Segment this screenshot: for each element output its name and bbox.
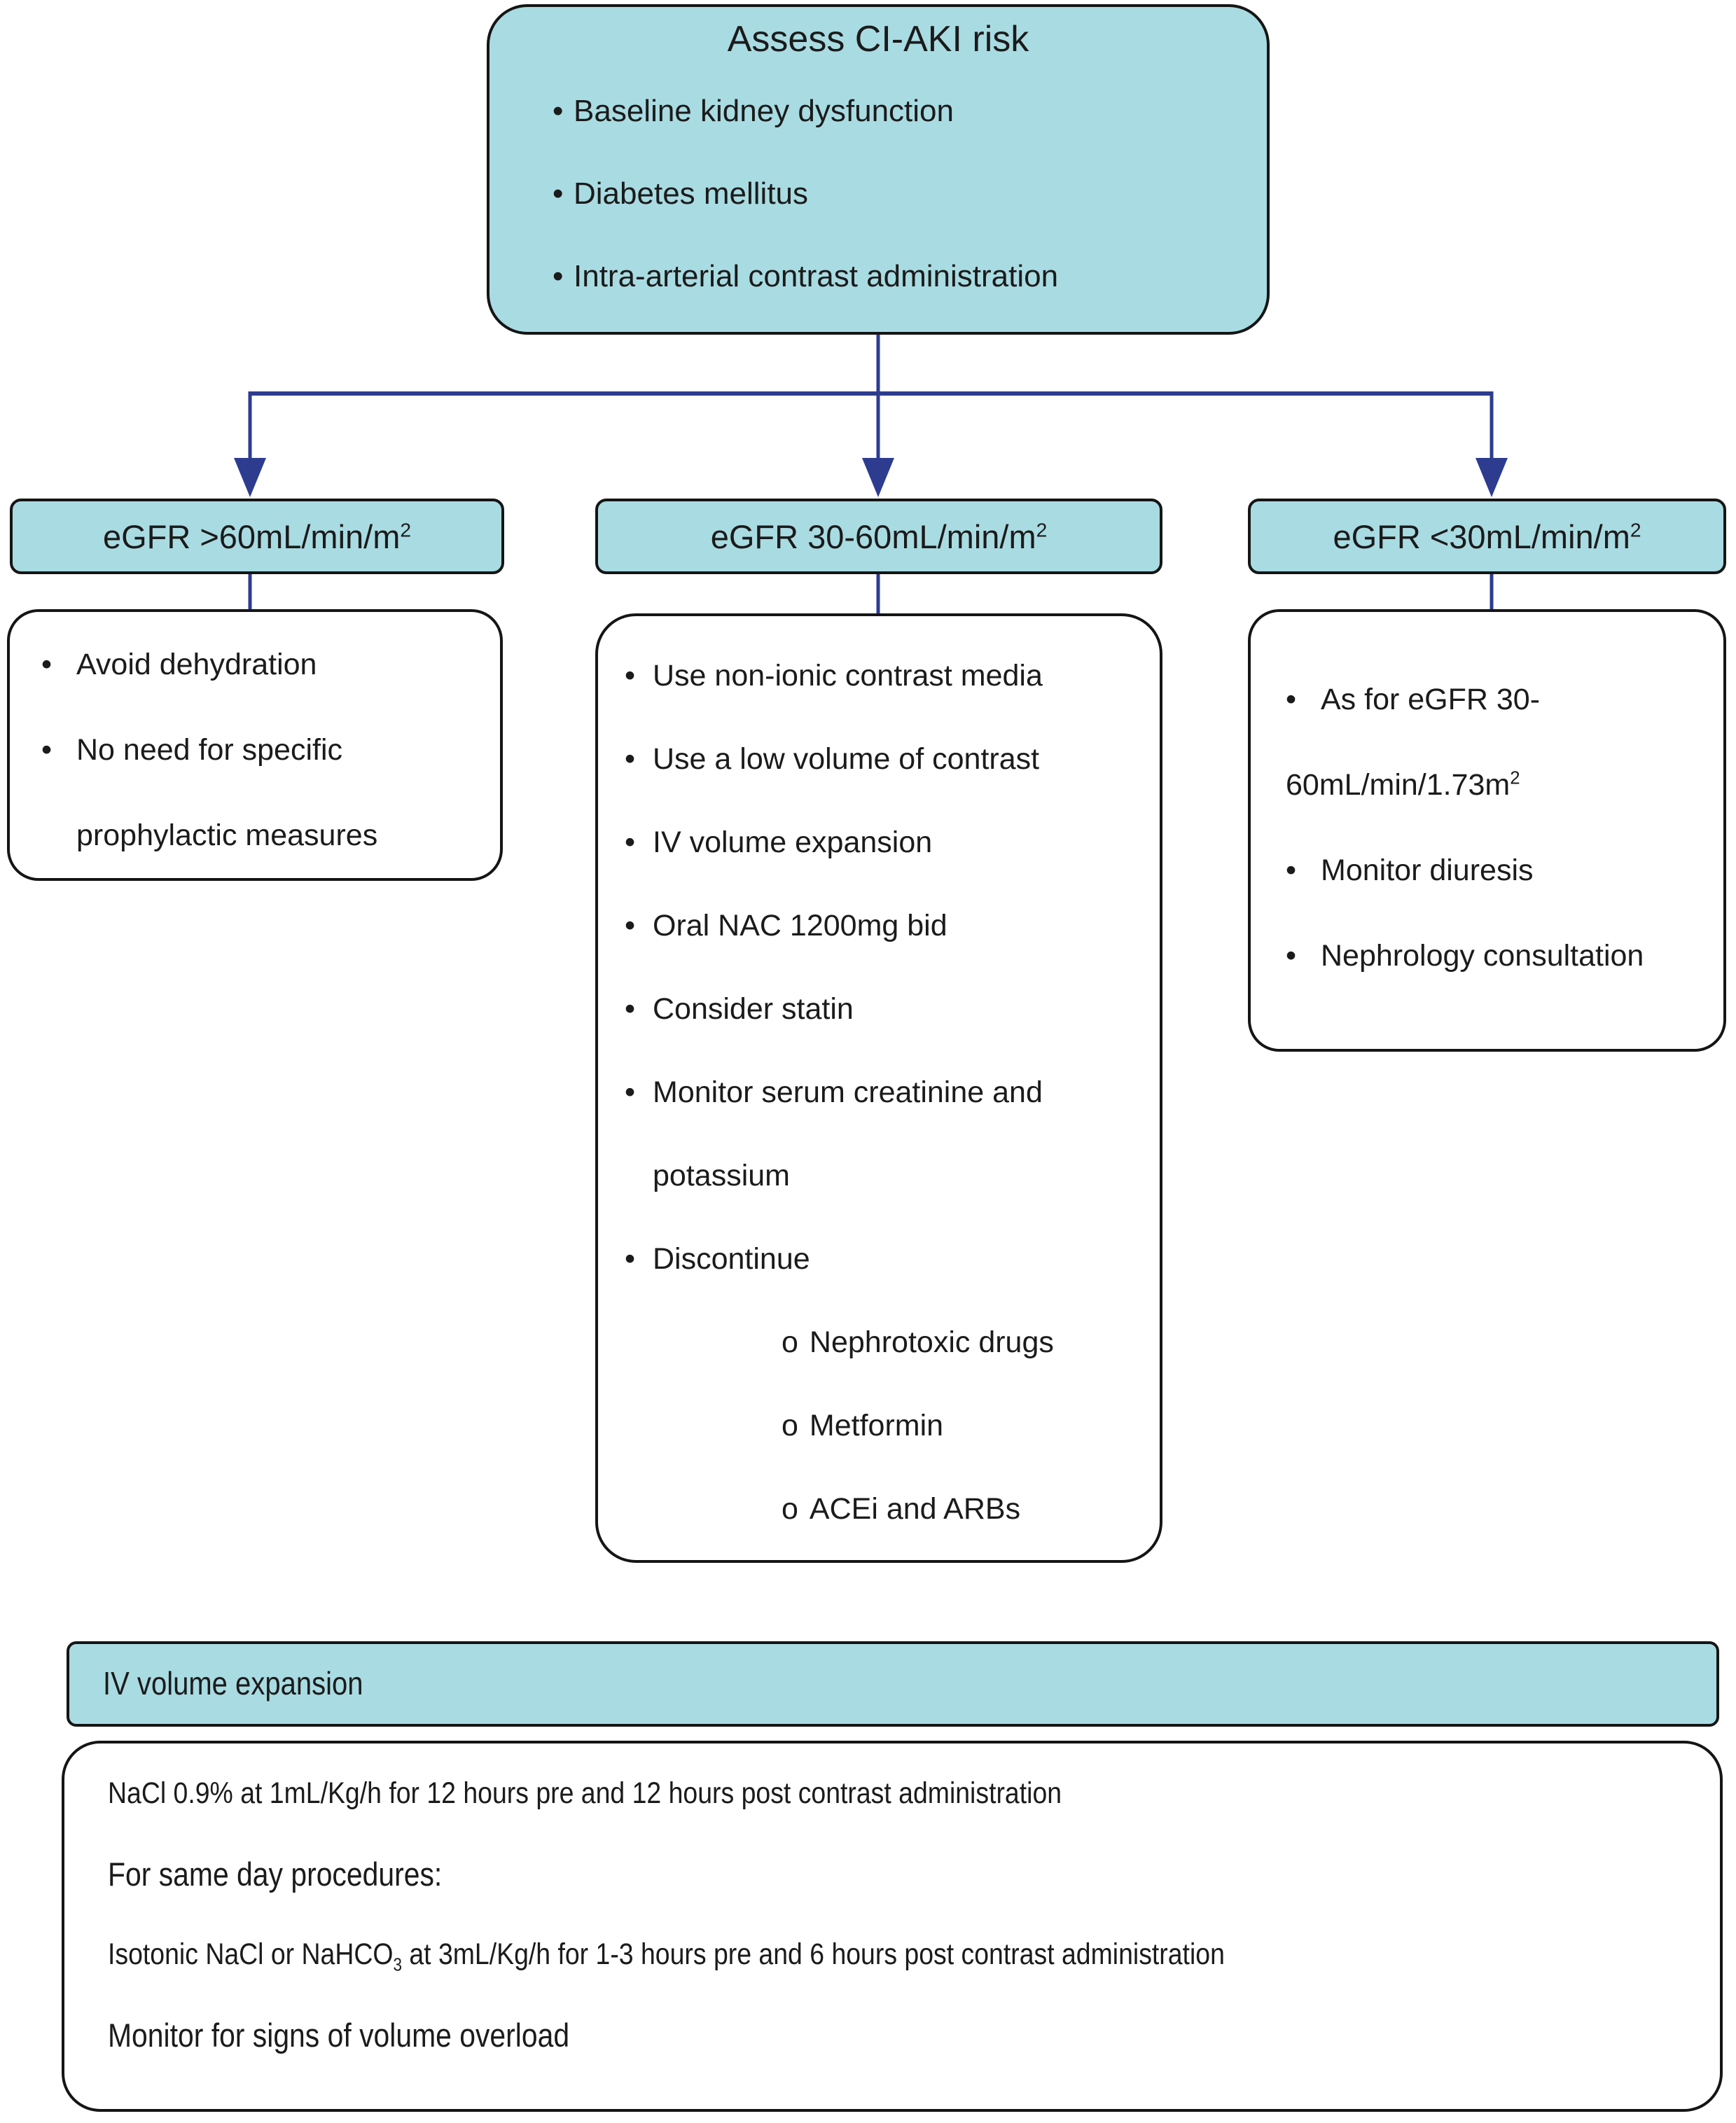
egfr-over-60-header: eGFR >60mL/min/m2 <box>10 499 504 574</box>
detail-line-text: Monitor for signs of volume overload <box>108 2017 570 2054</box>
iv-volume-expansion-details: NaCl 0.9% at 1mL/Kg/h for 12 hours pre a… <box>62 1741 1723 2112</box>
list-item-label: IV volume expansion <box>653 826 933 859</box>
list-item: • Diabetes mellitus <box>489 153 1267 235</box>
list-item-label-continued: 60mL/min/1.73m2 <box>1286 742 1709 828</box>
superscript: 2 <box>1036 518 1048 541</box>
bullet-icon: • <box>553 94 564 128</box>
bullet-icon: • <box>625 826 636 859</box>
list-item: • As for eGFR 30- 60mL/min/1.73m2 <box>1286 657 1709 828</box>
list-item-label: Consider statin <box>653 992 854 1026</box>
header-label: eGFR <30mL/min/m <box>1333 518 1630 555</box>
list-item-label: Diabetes mellitus <box>574 176 809 211</box>
list-item: • Consider statin <box>625 968 1146 1051</box>
list-item: • Oral NAC 1200mg bid <box>625 884 1146 968</box>
bullet-icon: • <box>625 992 636 1026</box>
bullet-icon: • <box>1286 683 1297 716</box>
list-item: • IV volume expansion <box>625 801 1146 884</box>
iv-volume-expansion-header: IV volume expansion <box>67 1641 1719 1727</box>
list-item-label: As for eGFR 30- <box>1321 683 1541 716</box>
bullet-icon: • <box>41 648 53 681</box>
sub-list-item-label: ACEi and ARBs <box>809 1492 1021 1526</box>
bullet-icon: • <box>41 733 53 767</box>
bullet-icon: • <box>625 1242 636 1276</box>
list-item: • Avoid dehydration <box>41 622 480 707</box>
superscript: 2 <box>400 518 412 541</box>
bullet-icon: • <box>625 742 636 776</box>
iv-volume-expansion-title: IV volume expansion <box>103 1665 363 1701</box>
detail-line: NaCl 0.9% at 1mL/Kg/h for 12 hours pre a… <box>108 1753 1681 1834</box>
egfr-under-30-header: eGFR <30mL/min/m2 <box>1248 499 1726 574</box>
list-item-label: 60mL/min/1.73m <box>1286 768 1511 802</box>
list-item-label: Baseline kidney dysfunction <box>574 94 954 128</box>
header-label: eGFR >60mL/min/m <box>102 518 401 555</box>
assess-risk-title: Assess CI-AKI risk <box>727 19 1029 60</box>
sub-list-item: o ACEi and ARBs <box>653 1468 1146 1551</box>
list-item-label: Oral NAC 1200mg bid <box>653 909 947 942</box>
arrow-down-icon <box>234 458 266 497</box>
list-item-label: Nephrology consultation <box>1321 939 1644 973</box>
detail-line-text: at 3mL/Kg/h for 1-3 hours pre and 6 hour… <box>401 1937 1225 1971</box>
arrow-down-icon <box>1475 458 1508 497</box>
list-item-label: Discontinue <box>653 1242 810 1276</box>
list-item: • Intra-arterial contrast administration <box>489 235 1267 318</box>
list-item-label: Use a low volume of contrast <box>653 742 1040 776</box>
egfr-over-60-recommendations: • Avoid dehydration • No need for specific… <box>7 609 503 881</box>
list-item-label: Intra-arterial contrast administration <box>574 259 1059 293</box>
egfr-under-30-recommendations: • As for eGFR 30- 60mL/min/1.73m2 • Monitor… <box>1248 609 1726 1052</box>
list-item-label: Avoid dehydration <box>76 648 317 681</box>
list-item-label: Monitor diuresis <box>1321 854 1534 887</box>
list-item: • Monitor diuresis <box>1286 828 1709 913</box>
detail-line-text: For same day procedures: <box>108 1856 443 1893</box>
list-item: • Use a low volume of contrast <box>625 718 1146 801</box>
detail-line-text: NaCl 0.9% at 1mL/Kg/h for 12 hours pre a… <box>108 1776 1062 1810</box>
detail-line: Isotonic NaCl or NaHCO3 at 3mL/Kg/h for … <box>108 1914 1681 1995</box>
detail-line: For same day procedures: <box>108 1834 1681 1914</box>
egfr-30-60-recommendations: • Use non-ionic contrast media • Use a low… <box>595 613 1162 1563</box>
list-item: • Baseline kidney dysfunction <box>489 70 1267 153</box>
sub-bullet-marker: o <box>782 1325 798 1359</box>
list-item-label: No need for specific prophylactic measur… <box>76 733 378 852</box>
detail-line-text: Isotonic NaCl or NaHCO <box>108 1937 394 1971</box>
sub-list-item-label: Nephrotoxic drugs <box>809 1325 1054 1359</box>
sub-bullet-marker: o <box>782 1492 798 1526</box>
list-item: • Monitor serum creatinine and potassium <box>625 1051 1146 1218</box>
list-item-label: Monitor serum creatinine and potassium <box>653 1076 1043 1192</box>
list-item: • No need for specific prophylactic measu… <box>41 707 480 878</box>
risk-factor-list: • Baseline kidney dysfunction • Diabetes m… <box>489 70 1267 318</box>
superscript: 2 <box>1510 768 1520 788</box>
list-item: • Use non-ionic contrast media <box>625 634 1146 718</box>
bullet-icon: • <box>553 176 564 211</box>
arrow-down-icon <box>862 458 894 497</box>
bullet-icon: • <box>625 659 636 692</box>
bullet-icon: • <box>1286 939 1297 973</box>
subscript: 3 <box>393 1955 402 1975</box>
sub-list-item-label: Metformin <box>809 1409 944 1442</box>
detail-line-text: Isotonic NaCl or NaHCO3 at 3mL/Kg/h for … <box>108 1914 1225 1995</box>
bullet-icon: • <box>553 259 564 293</box>
list-item: • Discontinue <box>625 1218 1146 1301</box>
bullet-icon: • <box>1286 854 1297 887</box>
detail-line: Monitor for signs of volume overload <box>108 1995 1681 2075</box>
superscript: 2 <box>1630 518 1641 541</box>
sub-list-item: o Nephrotoxic drugs <box>653 1301 1146 1384</box>
bullet-icon: • <box>625 909 636 942</box>
list-item-label: Use non-ionic contrast media <box>653 659 1043 692</box>
header-label: eGFR 30-60mL/min/m <box>710 518 1036 555</box>
bullet-icon: • <box>625 1076 636 1109</box>
sub-bullet-marker: o <box>782 1409 798 1442</box>
egfr-30-60-header: eGFR 30-60mL/min/m2 <box>595 499 1162 574</box>
sub-list-item: o Metformin <box>653 1384 1146 1468</box>
assess-ci-aki-risk-box: Assess CI-AKI risk • Baseline kidney dysf… <box>487 4 1270 335</box>
list-item: • Nephrology consultation <box>1286 913 1709 998</box>
